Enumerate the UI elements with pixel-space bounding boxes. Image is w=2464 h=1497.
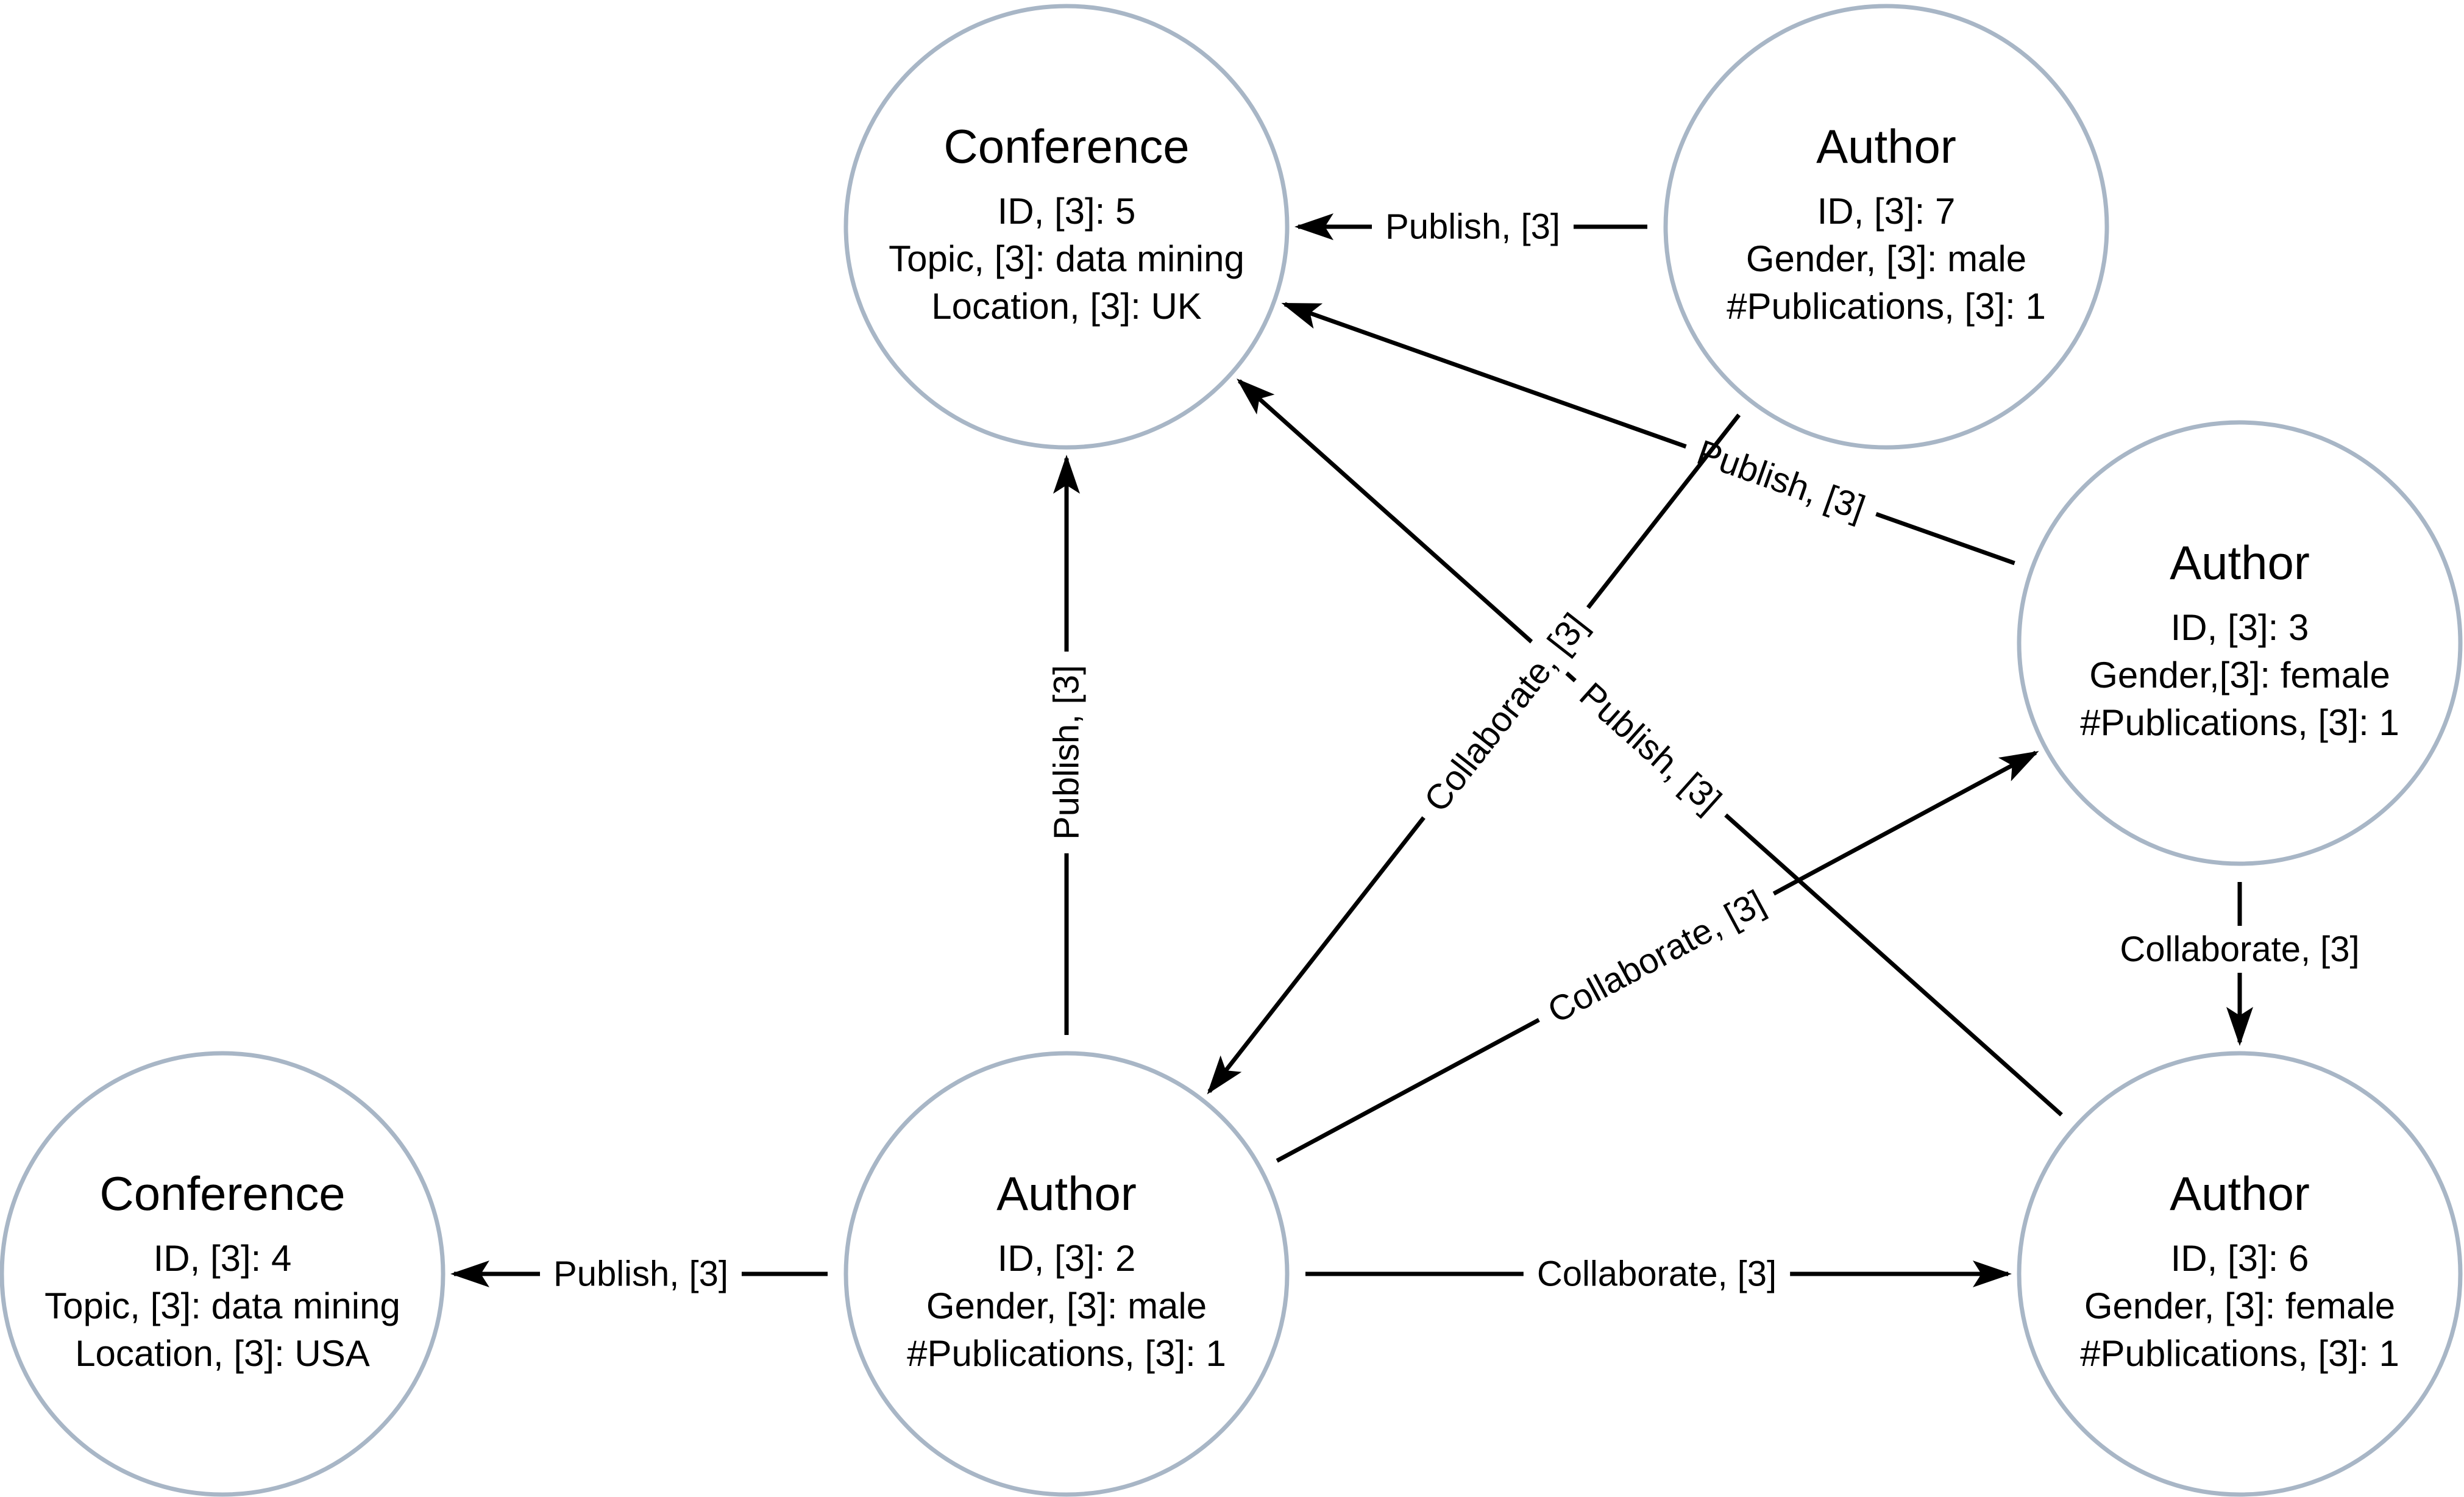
node-attribute: #Publications, [3]: 1 — [907, 1333, 1226, 1374]
edge-auth2-conf4: Publish, [3] — [450, 1250, 828, 1298]
node-attribute: Gender, [3]: male — [926, 1285, 1207, 1326]
node-title: Author — [2170, 1167, 2310, 1220]
edge-auth2-auth3: Collaborate, [3] — [1276, 750, 2039, 1163]
edge-label-background — [1043, 651, 1090, 853]
edge-auth2-auth6: Collaborate, [3] — [1305, 1250, 2012, 1298]
node-attribute: #Publications, [3]: 1 — [2080, 702, 2399, 743]
edge-label-background — [1523, 1250, 1791, 1298]
edge-label-group: Collaborate, [3] — [2106, 925, 2373, 973]
node-attribute: ID, [3]: 4 — [154, 1238, 292, 1279]
edge-label: Collaborate, [3] — [1541, 883, 1771, 1031]
node-title: Conference — [943, 119, 1189, 173]
edge-label: Publish, [3] — [1385, 207, 1560, 247]
node-attribute: #Publications, [3]: 1 — [1727, 286, 2046, 327]
edge-label: Publish, [3] — [1572, 675, 1728, 821]
node-attribute: ID, [3]: 5 — [998, 191, 1136, 232]
node-attribute: Topic, [3]: data mining — [889, 238, 1244, 279]
node-attribute: Gender, [3]: male — [1746, 238, 2026, 279]
edge-label-background — [1527, 873, 1785, 1041]
node-circle — [1663, 4, 2109, 450]
node-title: Author — [1816, 119, 1956, 173]
edge-label-background — [1405, 593, 1607, 833]
edge-label-group: Publish, [3] — [1043, 651, 1090, 853]
node-circle — [2017, 420, 2463, 866]
node-attribute: ID, [3]: 3 — [2171, 607, 2309, 648]
edge-label: Collaborate, [3] — [1416, 606, 1596, 819]
node-circle — [843, 4, 1290, 450]
edge-label: Collaborate, [3] — [2120, 930, 2359, 969]
node-circle — [843, 1051, 1290, 1497]
edge-label-background — [1678, 424, 1884, 536]
edge-label-group: Publish, [3] — [1372, 203, 1574, 251]
edge-auth2-conf5: Publish, [3] — [1043, 455, 1090, 1035]
edge-label-background — [2106, 925, 2373, 973]
node-circle — [0, 1051, 446, 1497]
edge-label: Collaborate, [3] — [1537, 1254, 1777, 1294]
edge-label-group: Collaborate, [3] — [1523, 1250, 1791, 1298]
node-title: Author — [2170, 536, 2310, 589]
edge-label-group: Publish, [3] — [1559, 663, 1742, 833]
node-attribute: ID, [3]: 7 — [1817, 191, 1956, 232]
edge-label: Publish, [3] — [553, 1254, 728, 1294]
node-title: Author — [996, 1167, 1137, 1220]
edge-label: Publish, [3] — [1047, 665, 1087, 840]
node-attribute: Topic, [3]: data mining — [44, 1285, 400, 1326]
node-attribute: ID, [3]: 6 — [2171, 1238, 2309, 1279]
edge-auth7-conf5: Publish, [3] — [1294, 203, 1647, 251]
node-attribute: Location, [3]: UK — [931, 286, 1202, 327]
edge-label-background — [540, 1250, 742, 1298]
edge-label-background — [1559, 663, 1742, 833]
node-attribute: Location, [3]: USA — [75, 1333, 370, 1374]
edge-label-background — [1372, 203, 1574, 251]
node-attribute: ID, [3]: 2 — [998, 1238, 1136, 1279]
edge-label-group: Publish, [3] — [540, 1250, 742, 1298]
node-attribute: Gender,[3]: female — [2089, 655, 2390, 695]
edge-auth6-conf5: Publish, [3] — [1237, 379, 2063, 1117]
node-circle — [2017, 1051, 2463, 1497]
edge-label-group: Collaborate, [3] — [1527, 873, 1785, 1041]
edge-auth3-auth6: Collaborate, [3] — [2106, 882, 2373, 1046]
node-attribute: Gender, [3]: female — [2084, 1285, 2395, 1326]
node-title: Conference — [99, 1167, 345, 1220]
edge-line — [1281, 302, 2015, 566]
node-attribute: #Publications, [3]: 1 — [2080, 1333, 2399, 1374]
